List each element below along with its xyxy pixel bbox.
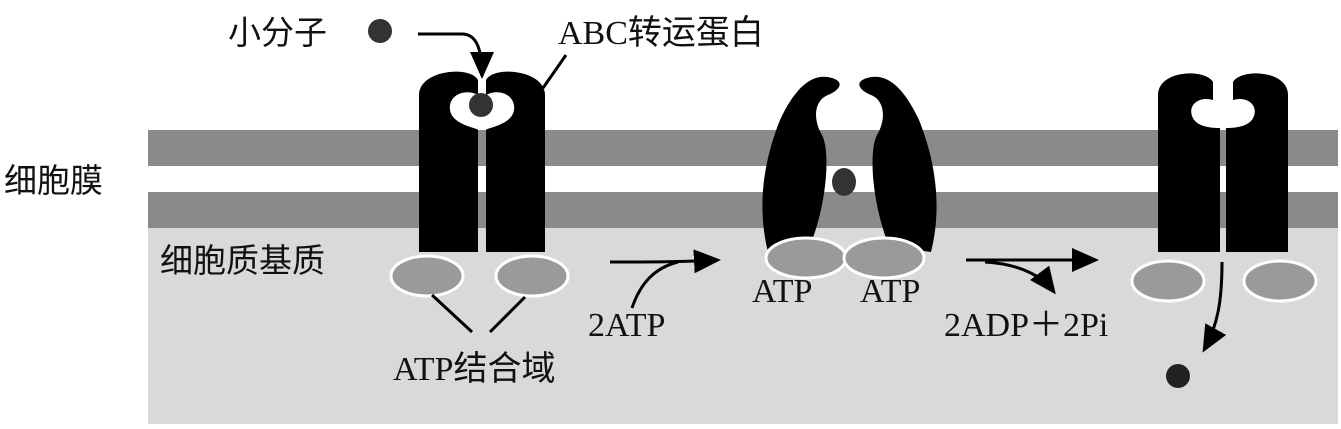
transporter-2-right-half — [859, 76, 937, 252]
atp-bound-right — [842, 236, 926, 280]
label-atp-left: ATP — [752, 273, 812, 310]
atp-domain-pointer-right — [488, 295, 527, 334]
abc-label-pointer — [541, 54, 568, 89]
molecule-entry-arrow — [418, 32, 494, 79]
hydrolysis-arrow-output — [984, 260, 1056, 295]
label-cell-membrane: 细胞膜 — [4, 161, 103, 200]
label-products: 2ADP＋2Pi — [944, 307, 1108, 344]
label-cytoplasmic-matrix: 细胞质基质 — [160, 241, 325, 280]
label-atp-binding-domain: ATP结合域 — [393, 350, 555, 388]
small-molecule-released — [1166, 364, 1190, 388]
label-two-atp: 2ATP — [588, 307, 665, 344]
label-abc-transporter: ABC转运蛋白 — [558, 14, 764, 52]
membrane-inner-layer — [148, 192, 1338, 228]
transporter-stage-2 — [762, 76, 937, 280]
atp-binding-domain-1-right — [494, 254, 570, 298]
atp-domain-pointer-left — [430, 293, 474, 334]
transporter-stage-1 — [389, 71, 570, 298]
atp-binding-domain-3-right — [1242, 259, 1318, 303]
transporter-3-right-half — [1226, 73, 1288, 252]
small-molecule — [368, 19, 392, 43]
label-atp-right: ATP — [860, 273, 920, 310]
transporter-1-left-half — [419, 71, 478, 252]
label-small-molecule: 小分子 — [228, 13, 327, 52]
molecule-release-arrow — [1202, 261, 1227, 353]
small-molecule-bound — [469, 93, 493, 117]
transporter-1-right-half — [486, 71, 545, 252]
atp-binding-arrow — [609, 249, 721, 274]
transporter-2-left-half — [762, 76, 840, 252]
membrane-outer-layer — [148, 130, 1338, 166]
atp-binding-domain-1-left — [389, 254, 465, 298]
atp-bound-left — [764, 236, 848, 280]
transporter-3-left-half — [1158, 73, 1220, 252]
atp-binding-domain-3-left — [1130, 259, 1206, 303]
cytoplasm-region — [148, 228, 1338, 424]
small-molecule-trapped — [832, 168, 856, 196]
atp-binding-arrow-input — [630, 260, 679, 309]
transporter-stage-3 — [1130, 73, 1318, 303]
